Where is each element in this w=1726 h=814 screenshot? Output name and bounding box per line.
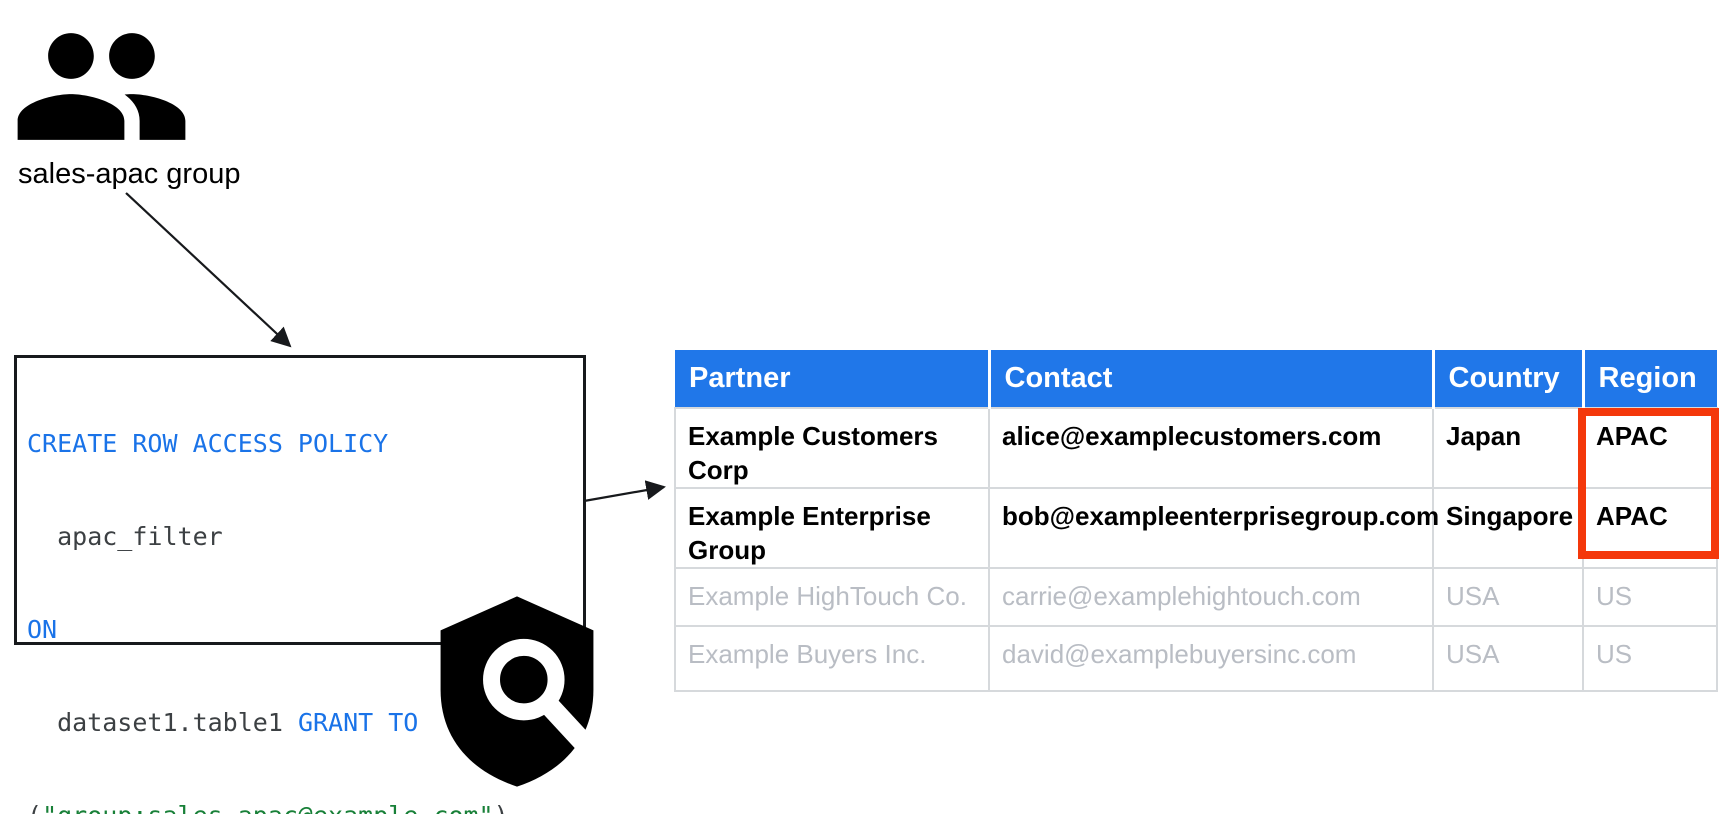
cell-region: US — [1582, 567, 1718, 627]
code-line: ("group:sales-apac@example.com") — [27, 800, 583, 814]
policy-code-box: CREATE ROW ACCESS POLICY apac_filter ON … — [14, 355, 586, 814]
code-line: dataset1.table1 GRANT TO — [27, 708, 419, 737]
cell-partner: Example Buyers Inc. — [674, 625, 990, 692]
table-row: Example Buyers Inc. david@examplebuyersi… — [674, 625, 1718, 692]
group-label: sales-apac group — [18, 158, 241, 190]
cell-region: US — [1582, 625, 1718, 692]
cell-contact: carrie@examplehightouch.com — [988, 567, 1434, 627]
cell-country: USA — [1432, 567, 1584, 627]
cell-contact: david@examplebuyersinc.com — [988, 625, 1434, 692]
cell-country: Singapore — [1432, 487, 1584, 569]
region-highlight-box — [1578, 408, 1719, 559]
header-country: Country — [1433, 350, 1585, 408]
code-line: apac_filter — [27, 522, 223, 551]
people-group-icon — [17, 33, 186, 140]
code-line: CREATE ROW ACCESS POLICY — [27, 429, 389, 458]
table-row: Example Enterprise Group bob@exampleente… — [674, 487, 1718, 569]
cell-country: Japan — [1432, 407, 1584, 489]
arrow-group-to-policy — [125, 192, 292, 348]
table-row: Example HighTouch Co. carrie@examplehigh… — [674, 567, 1718, 627]
table-row: Example Customers Corp alice@examplecust… — [674, 407, 1718, 489]
shield-search-icon — [440, 596, 594, 787]
cell-partner: Example HighTouch Co. — [674, 567, 990, 627]
header-contact: Contact — [989, 350, 1435, 408]
partners-table: Partner Contact Country Region Example C… — [674, 350, 1718, 692]
header-region: Region — [1583, 350, 1717, 408]
cell-contact: alice@examplecustomers.com — [988, 407, 1434, 489]
header-partner: Partner — [675, 350, 991, 408]
cell-partner: Example Customers Corp — [674, 407, 990, 489]
arrow-policy-to-table — [583, 480, 666, 503]
table-header-row: Partner Contact Country Region — [675, 350, 1717, 408]
cell-contact: bob@exampleenterprisegroup.com — [988, 487, 1439, 569]
cell-country: USA — [1432, 625, 1584, 692]
code-line: ON — [27, 615, 58, 644]
cell-partner: Example Enterprise Group — [674, 487, 990, 569]
